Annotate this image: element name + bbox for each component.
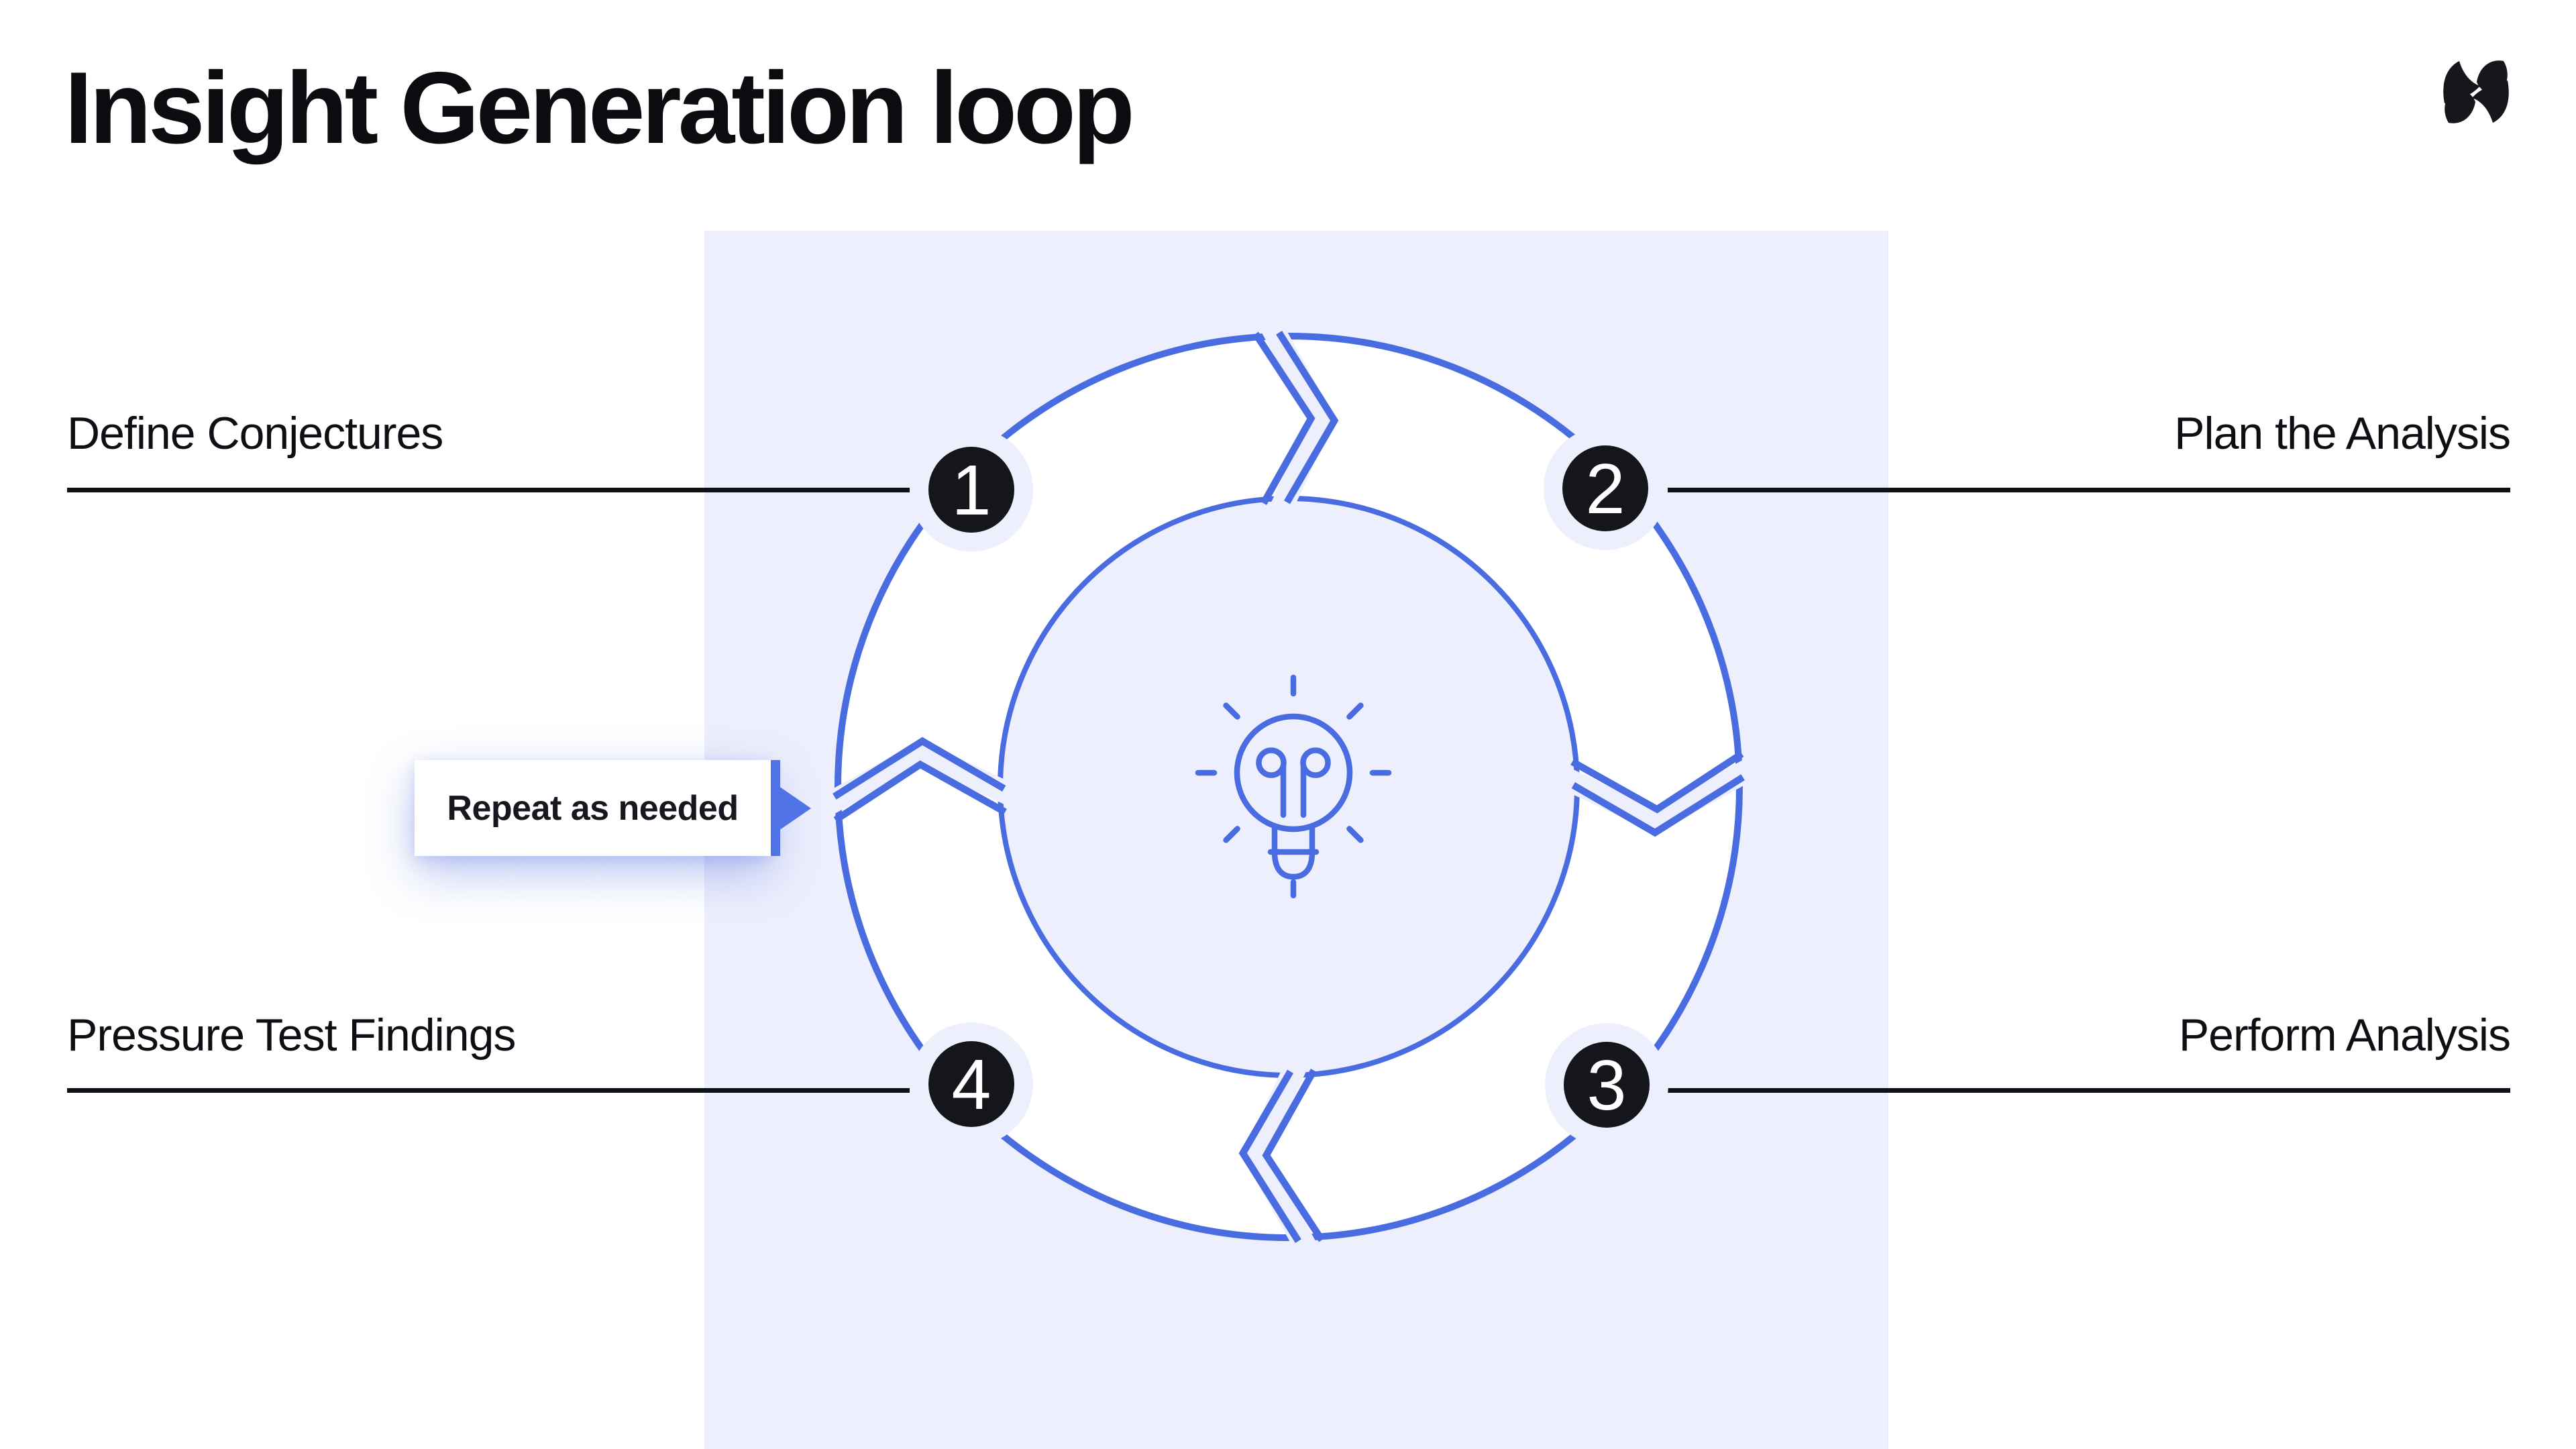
repeat-callout: Repeat as needed xyxy=(415,760,811,856)
step-label-define-conjectures: Define Conjectures xyxy=(67,408,443,459)
step-label-pressure-test-findings: Pressure Test Findings xyxy=(67,1010,516,1061)
chevron-gap-top xyxy=(1252,312,1339,524)
arrow-right-icon xyxy=(779,786,811,830)
chevron-gap-bottom xyxy=(1238,1050,1325,1262)
step-badge-4-number: 4 xyxy=(952,1045,991,1124)
step-label-perform-analysis: Perform Analysis xyxy=(2178,1010,2511,1061)
cycle-ring: 1 2 3 4 xyxy=(814,312,1764,1262)
step-badge-4: 4 xyxy=(910,1022,1033,1146)
step-badge-3-number: 3 xyxy=(1587,1046,1627,1125)
ring-inner-circle xyxy=(998,496,1580,1078)
connector-line-step-4 xyxy=(67,1088,910,1093)
step-badge-1-number: 1 xyxy=(952,451,991,530)
connector-line-step-3 xyxy=(1668,1088,2510,1093)
connector-line-step-1 xyxy=(67,488,910,492)
step-badge-2: 2 xyxy=(1544,427,1667,550)
chevron-gap-right xyxy=(1552,751,1764,837)
step-badge-3: 3 xyxy=(1545,1023,1668,1146)
lightbulb-icon xyxy=(1195,674,1392,899)
connector-line-step-2 xyxy=(1668,488,2510,492)
callout-arrow-bar xyxy=(771,760,780,856)
step-badge-2-number: 2 xyxy=(1586,449,1625,529)
chevron-gap-left xyxy=(814,737,1026,823)
company-logo-icon xyxy=(2443,60,2509,123)
logo-fins xyxy=(2443,60,2509,123)
step-badge-1: 1 xyxy=(910,428,1033,551)
page-title: Insight Generation loop xyxy=(64,51,1135,165)
repeat-callout-label: Repeat as needed xyxy=(447,788,739,828)
step-label-plan-the-analysis: Plan the Analysis xyxy=(2174,408,2511,459)
